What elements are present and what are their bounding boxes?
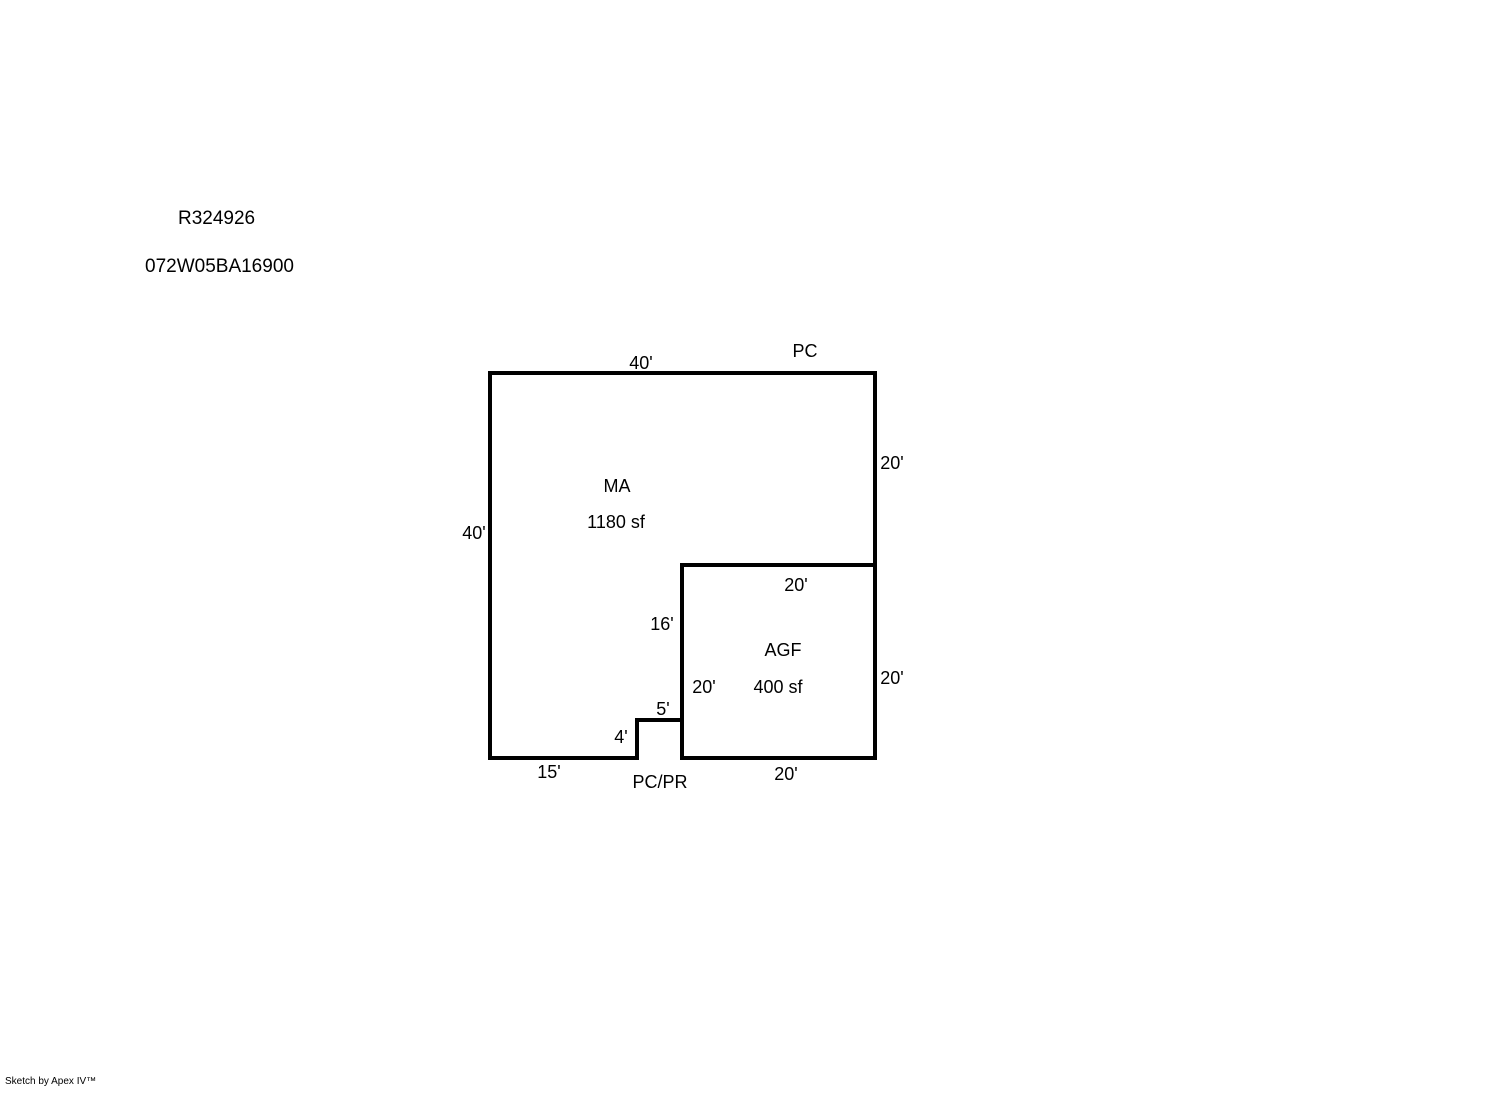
label-pc: PC (792, 341, 818, 361)
dim-bottom-left-edge: 15' (537, 762, 561, 782)
area-code-agf: AGF (764, 640, 802, 660)
dim-notch-top: 5' (656, 699, 670, 719)
watermark-sketch-by: Sketch by Apex IV™ (5, 1076, 97, 1087)
dim-ma-left: 40' (462, 523, 486, 543)
dim-agf-right: 20' (880, 668, 904, 688)
dim-ma-right: 20' (880, 453, 904, 473)
area-size-ma: 1180 sf (587, 512, 645, 532)
dim-ma-top: 40' (629, 353, 653, 373)
area-code-ma: MA (603, 476, 631, 496)
dim-agf-left-lower: 20' (692, 677, 716, 697)
tax-lot-number: 072W05BA16900 (145, 256, 294, 277)
dim-notch-left: 4' (614, 727, 628, 747)
parcel-number: R324926 (178, 208, 256, 229)
label-pcpr: PC/PR (632, 772, 688, 792)
dim-agf-top: 20' (784, 575, 808, 595)
dim-agf-bottom: 20' (774, 764, 798, 784)
dim-agf-left-upper: 16' (650, 614, 674, 634)
area-size-agf: 400 sf (753, 677, 803, 697)
